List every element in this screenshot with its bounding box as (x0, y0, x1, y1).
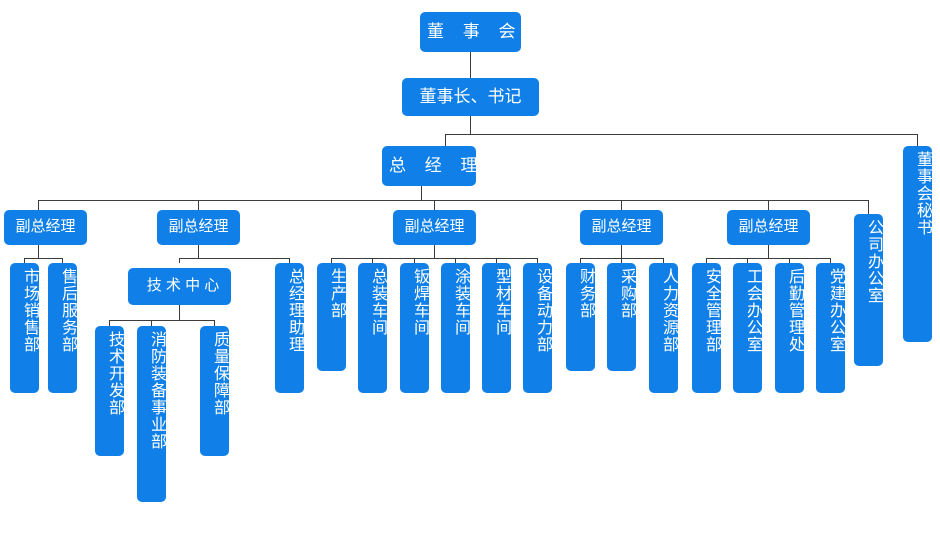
node-market-sales[interactable]: 市场销售部 (10, 263, 39, 393)
node-dgm-2[interactable]: 副总经理 (157, 210, 240, 245)
connector-dgm2-bus (179, 258, 289, 259)
node-tech-dev-label: 技术开发部 (106, 331, 123, 416)
node-dgm-3-label: 副总经理 (404, 218, 465, 236)
node-chairman-label: 董事长、书记 (419, 87, 522, 107)
node-dgm-4[interactable]: 副总经理 (580, 210, 663, 245)
connector-bus-dgm1 (38, 200, 39, 210)
connector-dgm2-down (198, 245, 199, 258)
node-board-label: 董 事 会 (427, 22, 523, 42)
connector-dgm5-down (768, 245, 769, 258)
node-dgm-5[interactable]: 副总经理 (727, 210, 810, 245)
node-tech-dev[interactable]: 技术开发部 (95, 326, 124, 456)
node-equipment-power[interactable]: 设备动力部 (523, 263, 552, 393)
node-welding-shop-label: 钣焊车间 (411, 268, 428, 336)
connector-dgm3-bus (331, 258, 537, 259)
node-gm-assistant-label: 总经理助理 (286, 268, 303, 353)
connector-bus-dgm5 (768, 200, 769, 210)
node-board-secretary[interactable]: 董事会秘书 (903, 146, 932, 342)
connector-dgm4-down (621, 245, 622, 258)
node-dgm-5-label: 副总经理 (738, 218, 799, 236)
node-fire-equipment-label: 消防装备事业部 (148, 331, 165, 450)
connector-tech-down (179, 305, 180, 320)
node-production-label: 生产部 (328, 268, 345, 319)
node-profile-shop-label: 型材车间 (493, 268, 510, 336)
node-board[interactable]: 董 事 会 (420, 12, 521, 52)
node-party-office[interactable]: 党建办公室 (816, 263, 845, 393)
node-union-office-label: 工会办公室 (744, 268, 761, 353)
node-company-office[interactable]: 公司办公室 (854, 214, 883, 366)
connector-dgm1-down (38, 245, 39, 258)
connector-chairman-down (470, 116, 471, 134)
node-purchasing[interactable]: 采购部 (607, 263, 636, 371)
connector-dgm4-bus (580, 258, 663, 259)
node-market-sales-label: 市场销售部 (21, 268, 38, 353)
connector-dgm5-bus (706, 258, 830, 259)
node-tech-center-label: 技 术 中 心 (146, 277, 220, 295)
node-quality-assurance[interactable]: 质量保障部 (200, 326, 229, 456)
connector-bus-board-secretary (917, 134, 918, 146)
node-tech-center[interactable]: 技 术 中 心 (128, 268, 231, 305)
node-board-secretary-label: 董事会秘书 (914, 151, 931, 236)
node-dgm-3[interactable]: 副总经理 (393, 210, 476, 245)
connector-dgm3-down (434, 245, 435, 258)
connector-bus-dgm3 (434, 200, 435, 210)
node-painting-shop[interactable]: 涂装车间 (441, 263, 470, 393)
node-after-sales-label: 售后服务部 (59, 268, 76, 353)
connector-bus-dgm2 (198, 200, 199, 210)
node-welding-shop[interactable]: 钣焊车间 (400, 263, 429, 393)
node-union-office[interactable]: 工会办公室 (733, 263, 762, 393)
node-quality-assurance-label: 质量保障部 (211, 331, 228, 416)
node-gm[interactable]: 总 经 理 (382, 146, 485, 186)
node-fire-equipment[interactable]: 消防装备事业部 (137, 326, 166, 502)
node-human-resources[interactable]: 人力资源部 (649, 263, 678, 393)
connector-bus-dgm4 (621, 200, 622, 210)
node-safety-management[interactable]: 安全管理部 (692, 263, 721, 393)
connector-bus-company-office (868, 200, 869, 214)
connector-bus-gm (445, 134, 446, 146)
node-equipment-power-label: 设备动力部 (534, 268, 551, 353)
connector-gm-bus (38, 200, 868, 201)
node-gm-assistant[interactable]: 总经理助理 (275, 263, 304, 393)
connector-gm-down (421, 186, 422, 200)
node-safety-management-label: 安全管理部 (703, 268, 720, 353)
node-assembly-shop[interactable]: 总装车间 (358, 263, 387, 393)
node-logistics-label: 后勤管理处 (786, 268, 803, 353)
node-dgm-4-label: 副总经理 (591, 218, 652, 236)
connector-dgm1-bus (24, 258, 62, 259)
node-party-office-label: 党建办公室 (827, 268, 844, 353)
node-dgm-2-label: 副总经理 (168, 218, 229, 236)
connector-chairman-bus (445, 134, 918, 135)
node-profile-shop[interactable]: 型材车间 (482, 263, 511, 393)
node-dgm-1[interactable]: 副总经理 (4, 210, 87, 245)
node-production[interactable]: 生产部 (317, 263, 346, 371)
node-painting-shop-label: 涂装车间 (452, 268, 469, 336)
node-chairman[interactable]: 董事长、书记 (402, 78, 539, 116)
connector-dgm2-tech (179, 258, 180, 263)
connector-tech-bus (109, 320, 214, 321)
node-company-office-label: 公司办公室 (865, 219, 882, 304)
node-dgm-1-label: 副总经理 (15, 218, 76, 236)
node-assembly-shop-label: 总装车间 (369, 268, 386, 336)
node-purchasing-label: 采购部 (618, 268, 635, 319)
node-finance-label: 财务部 (577, 268, 594, 319)
node-after-sales[interactable]: 售后服务部 (48, 263, 77, 393)
node-logistics[interactable]: 后勤管理处 (775, 263, 804, 393)
connector-board-chairman (470, 52, 471, 78)
node-human-resources-label: 人力资源部 (660, 268, 677, 353)
node-gm-label: 总 经 理 (389, 156, 485, 176)
node-finance[interactable]: 财务部 (566, 263, 595, 371)
